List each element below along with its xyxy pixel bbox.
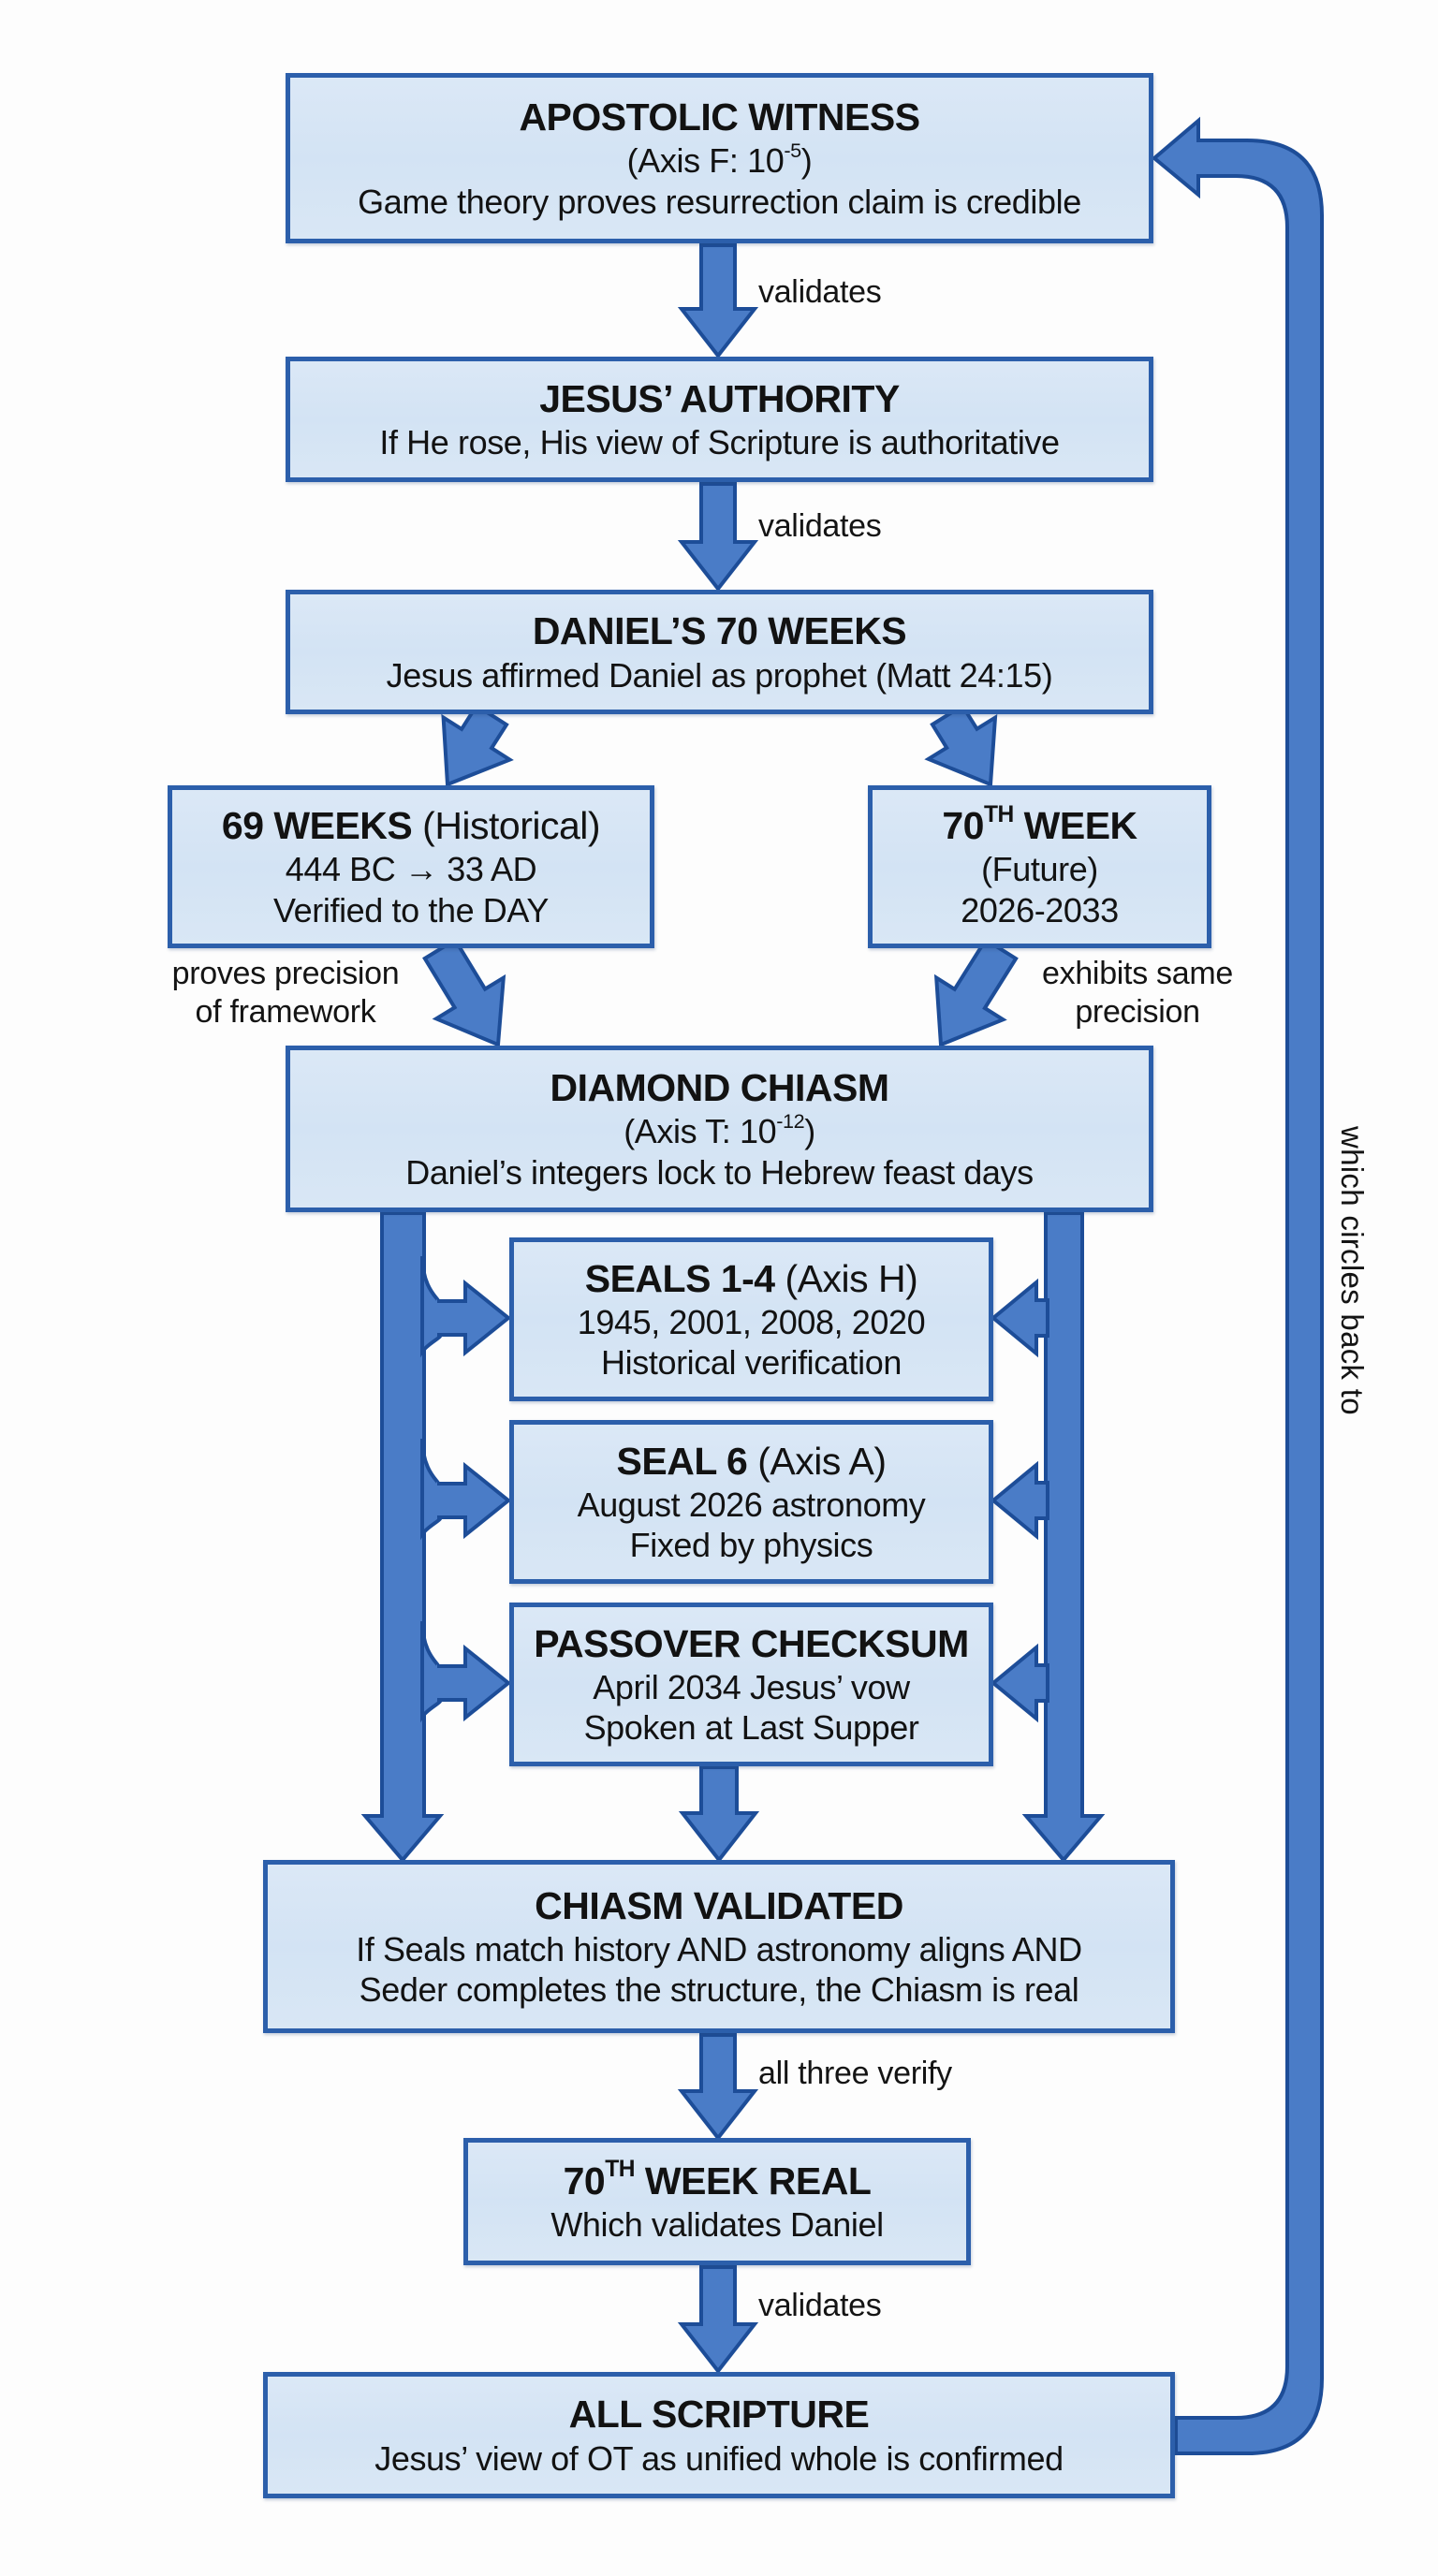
- node-title: ALL SCRIPTURE: [568, 2393, 870, 2437]
- edge-label-loop-back: which circles back to: [1335, 1126, 1370, 1415]
- node-axis: (Axis T: 10-12): [624, 1109, 815, 1151]
- node-70th-week-real: 70TH WEEK REAL Which validates Daniel: [463, 2138, 971, 2265]
- node-title: 70TH WEEK: [942, 801, 1137, 848]
- arrow-daniel-to-70th-week: [924, 703, 998, 787]
- node-description: Spoken at Last Supper: [583, 1708, 919, 1748]
- node-diamond-chiasm: DIAMOND CHIASM (Axis T: 10-12) Daniel’s …: [286, 1046, 1153, 1212]
- node-seal-6: SEAL 6 (Axis A) August 2026 astronomy Fi…: [509, 1420, 993, 1584]
- arrow-left-branch-1: [420, 1255, 512, 1358]
- node-description: Game theory proves resurrection claim is…: [358, 182, 1081, 221]
- node-date: August 2026 astronomy: [577, 1485, 926, 1524]
- node-title: PASSOVER CHECKSUM: [534, 1621, 969, 1665]
- node-seals-1-4: SEALS 1-4 (Axis H) 1945, 2001, 2008, 202…: [509, 1237, 993, 1401]
- arrow-70th-week-real-to-scripture: [677, 2265, 759, 2375]
- node-apostolic-witness: APOSTOLIC WITNESS (Axis F: 10-5) Game th…: [286, 73, 1153, 243]
- arrow-loop-back-to-witness: [1151, 116, 1324, 2455]
- node-title: 69 WEEKS (Historical): [221, 804, 601, 848]
- arrow-left-branch-3: [420, 1620, 512, 1723]
- arrow-validated-to-70th-week-real: [677, 2033, 759, 2142]
- node-daniels-70-weeks: DANIEL’S 70 WEEKS Jesus affirmed Daniel …: [286, 590, 1153, 714]
- arrow-69-weeks-to-chiasm: [422, 937, 506, 1047]
- node-jesus-authority: JESUS’ AUTHORITY If He rose, His view of…: [286, 357, 1153, 482]
- arrow-right-branch-3: [990, 1643, 1049, 1723]
- node-title: JESUS’ AUTHORITY: [539, 376, 900, 420]
- node-axis: (Axis F: 10-5): [626, 139, 813, 181]
- arrow-right-branch-1: [990, 1278, 1049, 1358]
- node-title: SEAL 6 (Axis A): [616, 1439, 887, 1483]
- node-title: SEALS 1-4 (Axis H): [584, 1256, 918, 1300]
- edge-label-authority-to-daniel: validates: [758, 508, 882, 544]
- node-description: Jesus’ view of OT as unified whole is co…: [374, 2438, 1064, 2478]
- edge-label-witness-to-authority: validates: [758, 274, 882, 310]
- node-title: DANIEL’S 70 WEEKS: [532, 609, 907, 653]
- node-passover-checksum: PASSOVER CHECKSUM April 2034 Jesus’ vow …: [509, 1603, 993, 1766]
- node-chiasm-validated: CHIASM VALIDATED If Seals match history …: [263, 1860, 1175, 2033]
- arrow-right-rail-to-validated: [1021, 1211, 1106, 1864]
- node-70th-week: 70TH WEEK (Future) 2026-2033: [868, 785, 1211, 948]
- arrow-authority-to-daniel: [677, 482, 759, 593]
- arrow-left-branch-2: [420, 1438, 512, 1541]
- node-description: Daniel’s integers lock to Hebrew feast d…: [405, 1152, 1034, 1192]
- node-title: DIAMOND CHIASM: [550, 1066, 889, 1110]
- edge-label-real-to-scripture: validates: [758, 2288, 882, 2323]
- node-description: If He rose, His view of Scripture is aut…: [379, 423, 1060, 461]
- node-date-range: 2026-2033: [961, 890, 1119, 929]
- node-date: April 2034 Jesus’ vow: [593, 1667, 910, 1706]
- node-description: Verified to the DAY: [273, 890, 549, 929]
- edge-label-70th-to-chiasm: exhibits same precision: [1042, 956, 1233, 1030]
- node-description-line-1: If Seals match history AND astronomy ali…: [356, 1929, 1082, 1969]
- node-title: 70TH WEEK REAL: [563, 2157, 872, 2203]
- node-subtitle: (Future): [981, 850, 1098, 889]
- node-description: Jesus affirmed Daniel as prophet (Matt 2…: [386, 655, 1053, 695]
- edge-label-69-to-chiasm: proves precision of framework: [171, 956, 400, 1030]
- node-years: 1945, 2001, 2008, 2020: [577, 1302, 926, 1341]
- arrow-70th-week-to-chiasm: [933, 937, 1019, 1047]
- node-date-range: 444 BC → 33 AD: [285, 850, 537, 889]
- node-description: Fixed by physics: [629, 1526, 873, 1565]
- arrow-right-branch-2: [990, 1460, 1049, 1541]
- node-title: CHIASM VALIDATED: [535, 1883, 903, 1927]
- edge-label-validated-to-real: all three verify: [758, 2056, 952, 2091]
- arrow-passover-to-validated: [678, 1765, 760, 1864]
- node-description-line-2: Seder completes the structure, the Chias…: [359, 1970, 1079, 2010]
- node-all-scripture: ALL SCRIPTURE Jesus’ view of OT as unifi…: [263, 2372, 1175, 2498]
- arrow-daniel-to-69-weeks: [441, 703, 514, 787]
- node-description: Historical verification: [601, 1343, 902, 1383]
- node-69-weeks: 69 WEEKS (Historical) 444 BC → 33 AD Ver…: [168, 785, 654, 948]
- arrow-witness-to-authority: [677, 243, 759, 359]
- node-title: APOSTOLIC WITNESS: [519, 95, 920, 139]
- node-description: Which validates Daniel: [550, 2205, 884, 2244]
